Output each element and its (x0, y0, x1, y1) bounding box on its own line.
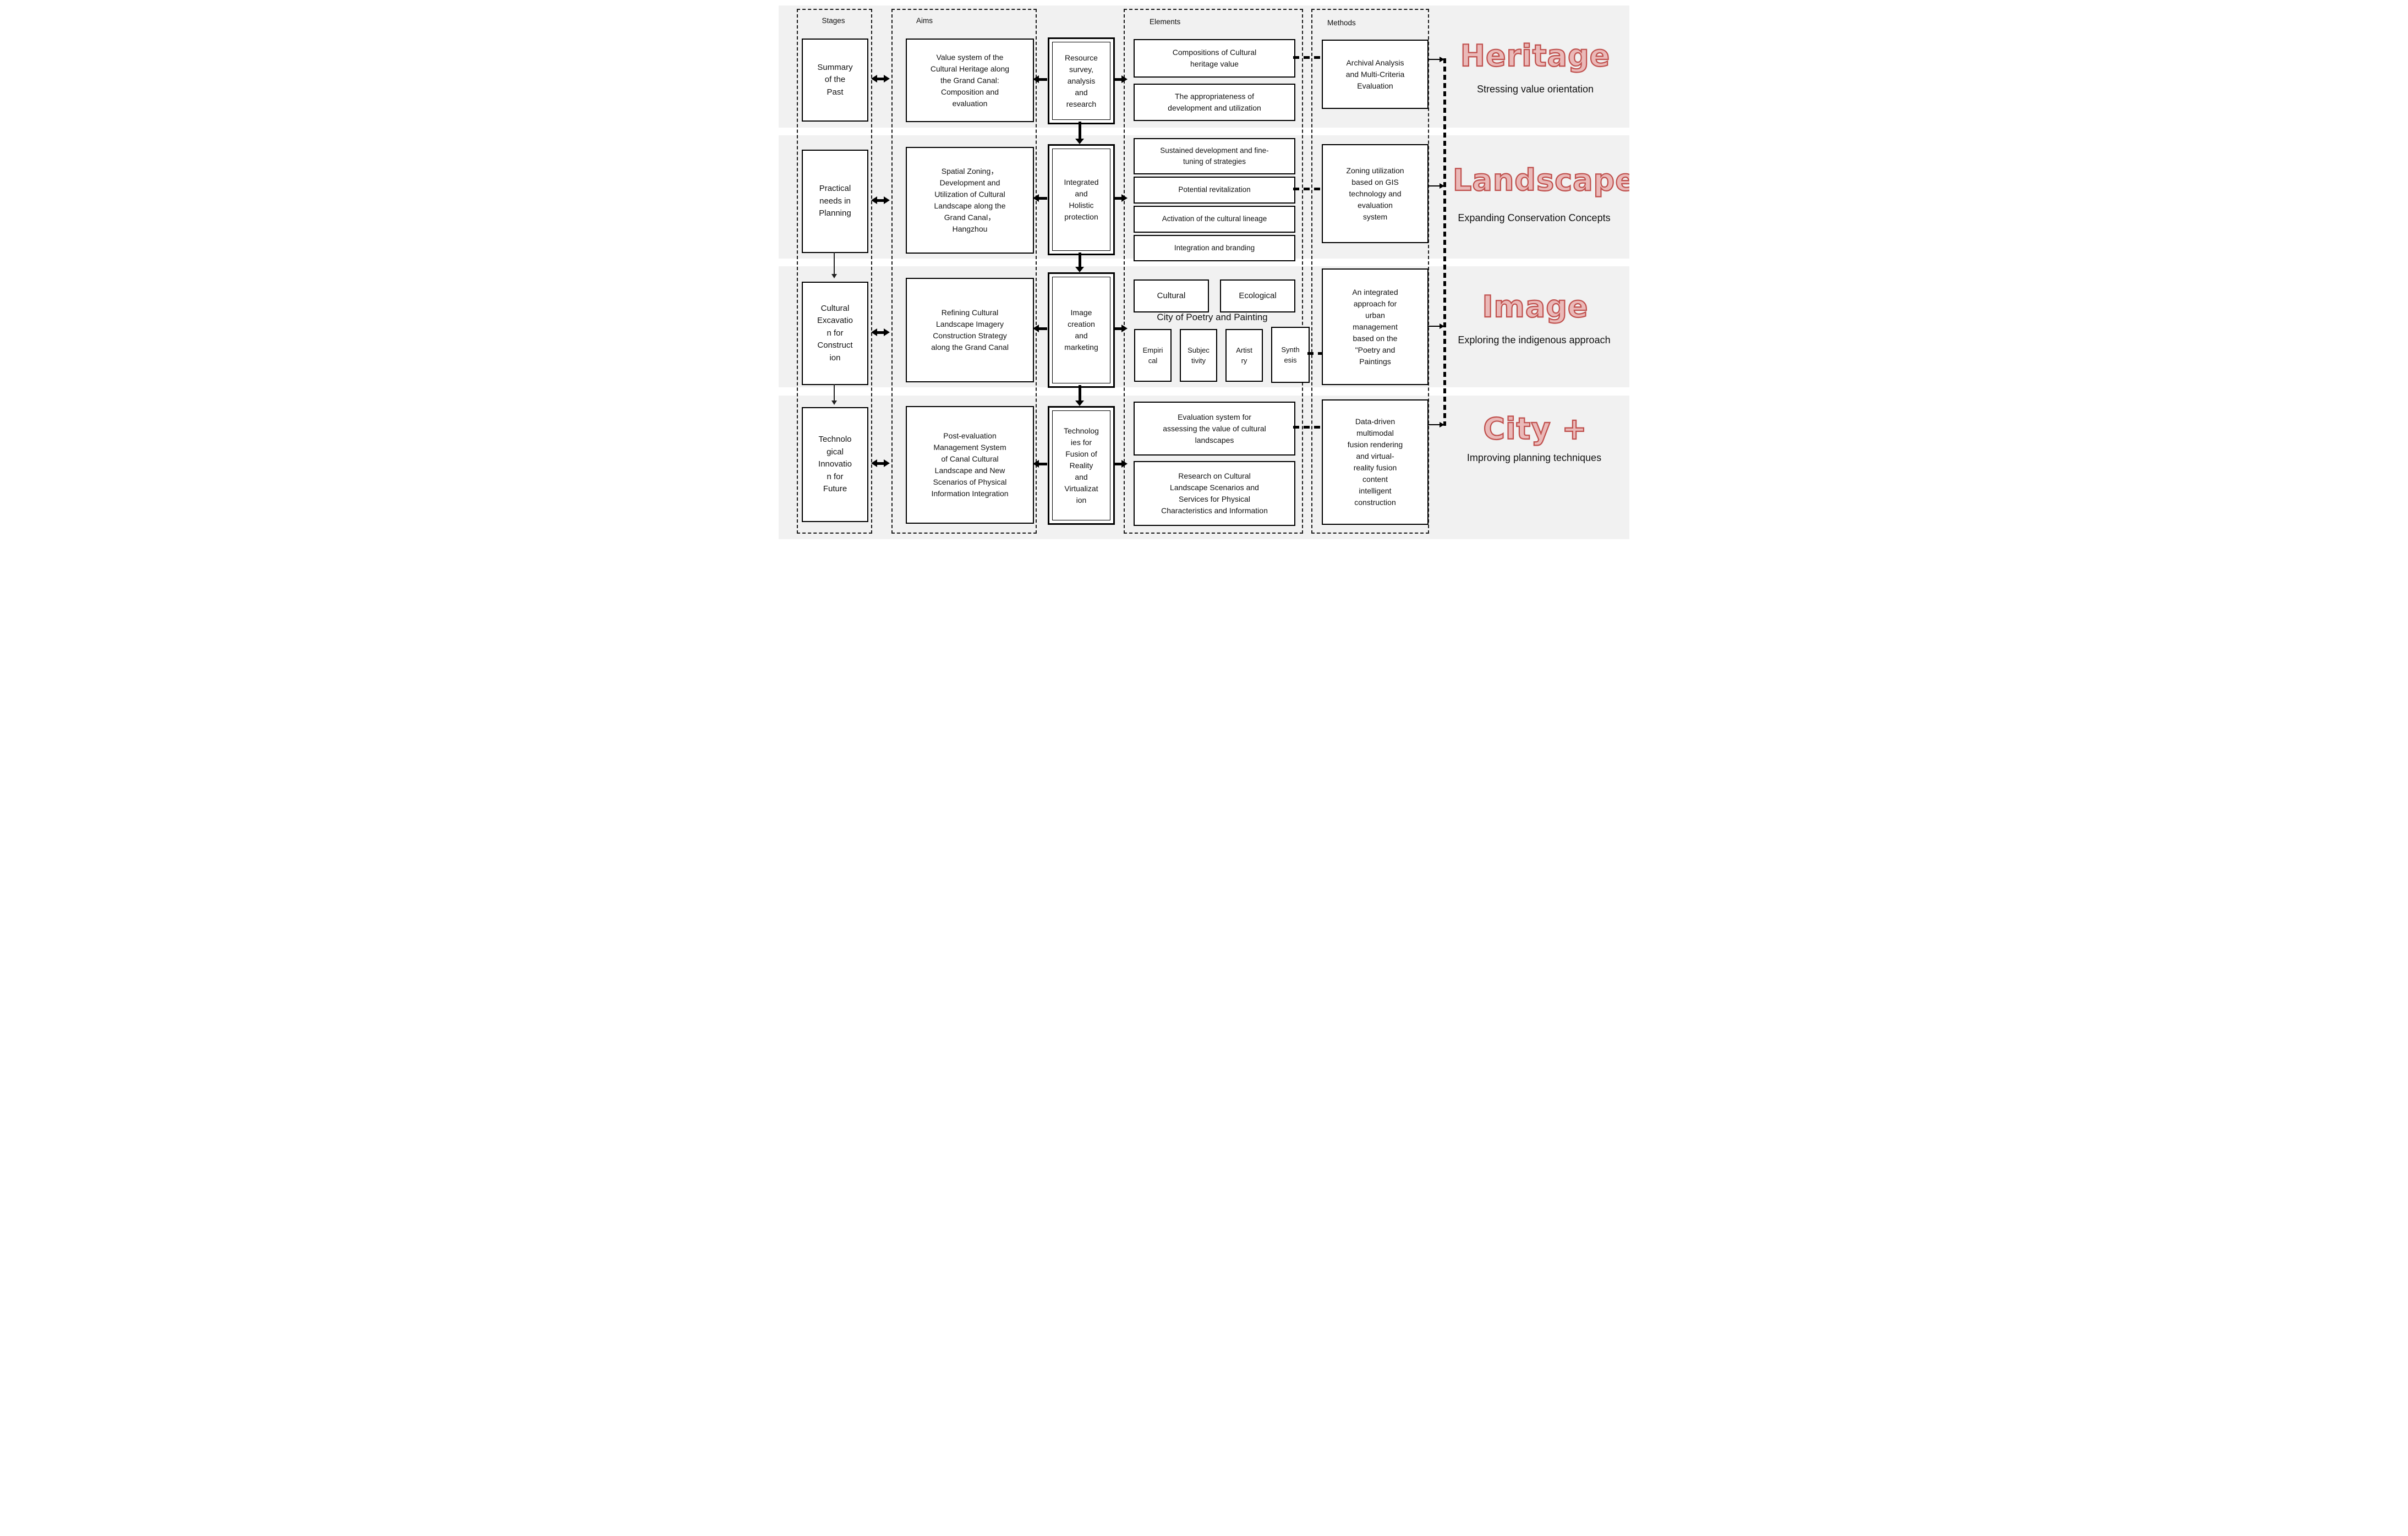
arrow-stages-aims-row2-icon (871, 196, 890, 204)
arrow-cultural-to-technological-icon (829, 384, 839, 405)
diagram-canvas: Stages Aims Elements Methods Summary of … (779, 0, 1629, 542)
dashed-connector-row4 (1293, 426, 1322, 429)
arrow-practical-to-cultural-icon (829, 252, 839, 278)
arrow-process-to-aims-row4-icon (1033, 460, 1047, 468)
element-box-empirical: Empiri cal (1134, 329, 1172, 382)
element-box-artistry: Artist ry (1225, 329, 1263, 382)
arrow-methods-spine-row2-icon (1427, 182, 1444, 190)
arrow-process-1-2-icon (1075, 122, 1085, 144)
arrow-methods-spine-row3-icon (1427, 322, 1444, 330)
label-heritage-subtitle: Stressing value orientation (1476, 84, 1594, 95)
element-box-cultural: Cultural (1134, 279, 1209, 312)
stage-box-technological-innovation: Technolo gical Innovatio n for Future (802, 407, 868, 522)
method-box-integrated-approach: An integrated approach for urban managem… (1322, 268, 1429, 385)
aims-column-frame (891, 9, 1037, 534)
aim-box-spatial-zoning: Spatial Zoning， Development and Utilizat… (906, 147, 1034, 254)
arrow-process-to-elements-row4-icon (1113, 460, 1128, 468)
arrow-process-to-aims-row1-icon (1033, 75, 1047, 83)
element-box-ecological: Ecological (1220, 279, 1295, 312)
arrow-process-3-4-icon (1075, 385, 1085, 406)
method-box-archival-analysis: Archival Analysis and Multi-Criteria Eva… (1322, 40, 1429, 109)
label-city-plus-title: City + (1482, 411, 1588, 447)
arrow-process-to-elements-row3-icon (1113, 325, 1128, 332)
arrow-process-to-aims-row2-icon (1033, 194, 1047, 202)
element-box-integration-branding: Integration and branding (1134, 235, 1295, 261)
method-box-data-driven-fusion: Data-driven multimodal fusion rendering … (1322, 399, 1429, 525)
element-box-subjectivity: Subjec tivity (1180, 329, 1217, 382)
arrow-process-to-elements-row2-icon (1113, 194, 1128, 202)
city-of-poetry-caption: City of Poetry and Painting (1157, 312, 1268, 322)
aims-column-header: Aims (916, 17, 933, 25)
arrow-process-to-elements-row1-icon (1113, 75, 1128, 83)
stage-box-summary-of-the-past: Summary of the Past (802, 39, 868, 122)
process-box-resource-survey: Resource survey, analysis and research (1048, 37, 1115, 124)
arrow-methods-spine-row4-icon (1427, 421, 1444, 429)
label-landscape-title: Landscape (1452, 162, 1629, 198)
stages-column-frame (797, 9, 872, 534)
process-box-integrated-protection: Integrated and Holistic protection (1048, 144, 1115, 255)
process-box-tech-fusion: Technolog ies for Fusion of Reality and … (1048, 406, 1115, 525)
elements-column-frame (1124, 9, 1303, 534)
elements-column-header: Elements (1150, 18, 1181, 26)
aim-box-post-evaluation: Post-evaluation Management System of Can… (906, 406, 1034, 524)
element-box-compositions: Compositions of Cultural heritage value (1134, 39, 1295, 78)
dashed-connector-row2 (1293, 188, 1322, 190)
methods-column-frame (1311, 9, 1429, 534)
arrow-stages-aims-row4-icon (871, 459, 890, 467)
stage-box-cultural-excavation: Cultural Excavatio n for Construct ion (802, 282, 868, 385)
label-image-title: Image (1481, 289, 1589, 325)
element-box-potential-revitalization: Potential revitalization (1134, 177, 1295, 204)
aim-box-value-system: Value system of the Cultural Heritage al… (906, 39, 1034, 122)
dashed-connector-row3 (1307, 352, 1322, 355)
element-box-synthesis: Synth esis (1271, 327, 1310, 383)
methods-column-header: Methods (1327, 19, 1356, 27)
dashed-connector-row1 (1293, 56, 1322, 59)
method-box-zoning-gis: Zoning utilization based on GIS technolo… (1322, 144, 1429, 243)
stage-box-practical-needs: Practical needs in Planning (802, 150, 868, 253)
element-box-appropriateness: The appropriateness of development and u… (1134, 84, 1295, 121)
arrow-methods-spine-row1-icon (1427, 56, 1444, 63)
arrow-process-to-aims-row3-icon (1033, 325, 1047, 332)
label-image-subtitle: Exploring the indigenous approach (1458, 334, 1611, 345)
process-box-image-creation: Image creation and marketing (1048, 272, 1115, 388)
element-box-activation-lineage: Activation of the cultural lineage (1134, 206, 1295, 233)
label-city-plus-subtitle: Improving planning techniques (1466, 452, 1602, 463)
stages-column-header: Stages (822, 17, 845, 25)
element-box-sustained-development: Sustained development and fine- tuning o… (1134, 138, 1295, 174)
element-box-research-scenarios: Research on Cultural Landscape Scenarios… (1134, 461, 1295, 526)
label-landscape-subtitle: Expanding Conservation Concepts (1458, 212, 1611, 223)
vertical-dashed-spine (1443, 58, 1446, 426)
arrow-stages-aims-row1-icon (871, 75, 890, 83)
arrow-process-2-3-icon (1075, 253, 1085, 272)
label-heritage-title: Heritage (1460, 38, 1611, 74)
element-box-evaluation-system: Evaluation system for assessing the valu… (1134, 402, 1295, 456)
aim-box-refining-imagery: Refining Cultural Landscape Imagery Cons… (906, 278, 1034, 382)
arrow-stages-aims-row3-icon (871, 328, 890, 336)
